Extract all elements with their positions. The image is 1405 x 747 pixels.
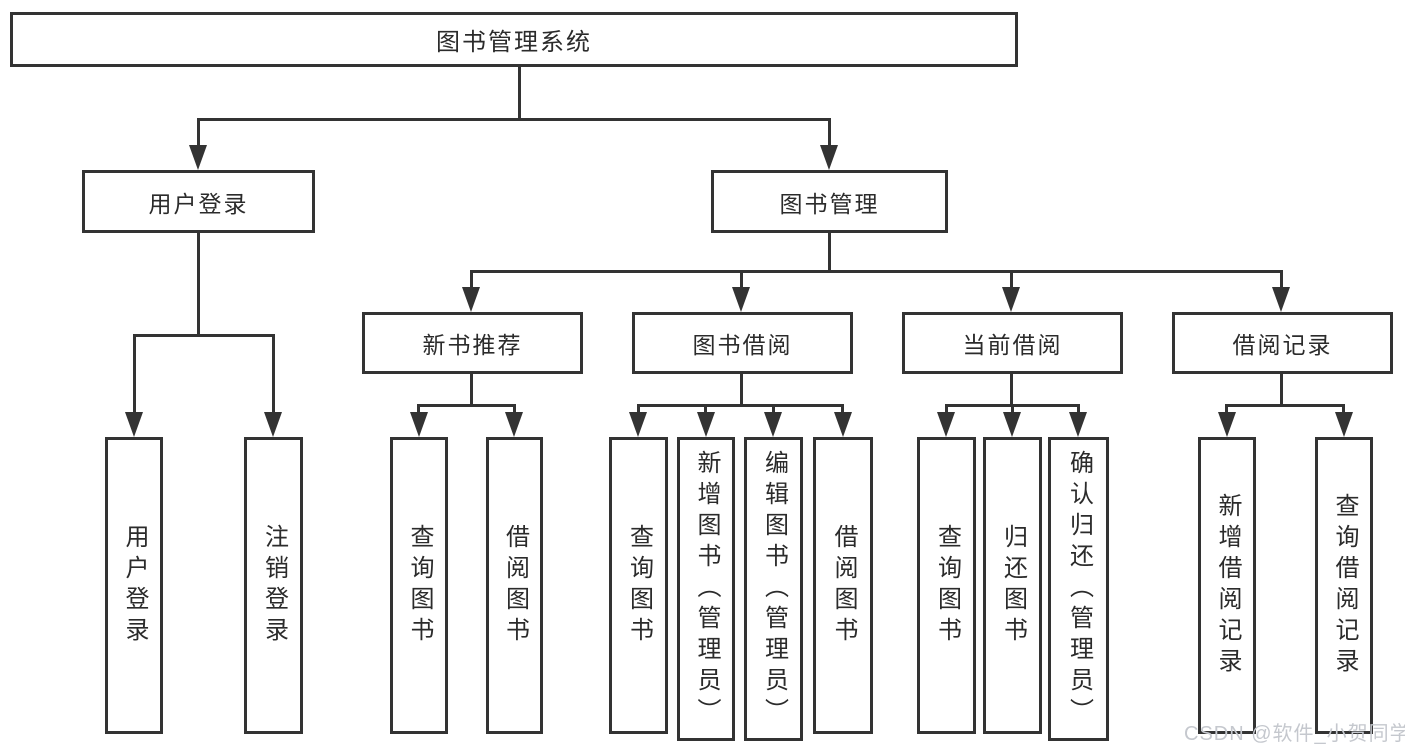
leaf-add-borrow-record-label: 新增借阅记录	[1214, 492, 1241, 679]
node-book-management: 图书管理	[711, 170, 948, 233]
connector-line	[470, 374, 473, 406]
arrow-down-icon	[697, 412, 715, 437]
leaf-query-borrow-record-label: 查询借阅记录	[1331, 492, 1358, 679]
connector-line	[417, 404, 420, 416]
leaf-logout-label: 注销登录	[260, 523, 288, 648]
connector-line	[1011, 404, 1014, 416]
arrow-down-icon	[189, 145, 207, 170]
connector-line	[1280, 374, 1283, 406]
leaf-query-books-recommend-label: 查询图书	[406, 523, 433, 648]
connector-line	[704, 404, 707, 416]
connector-line	[197, 120, 200, 150]
leaf-query-books-borrowing: 查询图书	[609, 437, 668, 734]
leaf-borrow-books-borrowing-label: 借阅图书	[830, 523, 857, 648]
leaf-query-books-current-label: 查询图书	[933, 523, 961, 648]
leaf-query-borrow-record: 查询借阅记录	[1315, 437, 1373, 734]
connector-line	[828, 233, 831, 272]
leaf-confirm-return-admin-label: 确认归还（管理员）	[1065, 449, 1093, 729]
node-book-borrowing: 图书借阅	[632, 312, 853, 374]
arrow-down-icon	[629, 412, 647, 437]
connector-line	[1225, 404, 1344, 407]
connector-line	[740, 270, 743, 290]
node-borrowing-records-label: 借阅记录	[1232, 332, 1333, 358]
connector-line	[841, 404, 844, 416]
leaf-query-books-borrowing-label: 查询图书	[625, 523, 653, 648]
connector-line	[1010, 374, 1013, 406]
connector-line	[1010, 270, 1013, 290]
leaf-user-login: 用户登录	[105, 437, 163, 734]
connector-line	[272, 334, 275, 416]
connector-line	[740, 374, 743, 406]
leaf-edit-books-admin-label: 编辑图书（管理员）	[760, 449, 788, 729]
leaf-borrow-books-recommend: 借阅图书	[486, 437, 543, 734]
connector-line	[637, 404, 844, 407]
leaf-borrow-books-recommend-label: 借阅图书	[501, 523, 529, 648]
leaf-user-login-label: 用户登录	[121, 523, 148, 648]
connector-line	[470, 270, 1283, 273]
connector-line	[1280, 270, 1283, 290]
arrow-down-icon	[505, 412, 523, 437]
node-book-borrowing-label: 图书借阅	[692, 332, 793, 358]
leaf-edit-books-admin: 编辑图书（管理员）	[744, 437, 803, 741]
node-library-system: 图书管理系统	[10, 12, 1018, 67]
node-current-borrowing-label: 当前借阅	[962, 332, 1063, 358]
arrow-down-icon	[462, 287, 480, 312]
leaf-query-books-current: 查询图书	[917, 437, 976, 734]
connector-line	[470, 270, 473, 290]
connector-line	[637, 404, 640, 416]
connector-line	[197, 233, 200, 336]
arrow-down-icon	[1335, 412, 1353, 437]
node-book-management-label: 图书管理	[779, 190, 880, 217]
connector-line	[1342, 404, 1345, 416]
connector-line	[828, 120, 831, 150]
leaf-confirm-return-admin: 确认归还（管理员）	[1048, 437, 1109, 741]
arrow-down-icon	[1003, 412, 1021, 437]
arrow-down-icon	[125, 412, 143, 437]
leaf-return-books: 归还图书	[983, 437, 1042, 734]
connector-line	[197, 118, 831, 121]
arrow-down-icon	[1272, 287, 1290, 312]
leaf-add-books-admin: 新增图书（管理员）	[677, 437, 735, 741]
connector-line	[772, 404, 775, 416]
leaf-query-books-recommend: 查询图书	[390, 437, 448, 734]
csdn-watermark: CSDN @软件_小贺同学	[1184, 723, 1405, 745]
node-new-book-recommendation: 新书推荐	[362, 312, 583, 374]
node-user-login: 用户登录	[82, 170, 315, 233]
arrow-down-icon	[834, 412, 852, 437]
node-new-book-recommendation-label: 新书推荐	[422, 332, 523, 358]
leaf-logout: 注销登录	[244, 437, 303, 734]
leaf-add-borrow-record: 新增借阅记录	[1198, 437, 1256, 734]
node-borrowing-records: 借阅记录	[1172, 312, 1393, 374]
leaf-add-books-admin-label: 新增图书（管理员）	[693, 449, 720, 729]
leaf-borrow-books-borrowing: 借阅图书	[813, 437, 873, 734]
node-current-borrowing: 当前借阅	[902, 312, 1123, 374]
node-user-login-label: 用户登录	[148, 190, 249, 217]
arrow-down-icon	[1069, 412, 1087, 437]
arrow-down-icon	[764, 412, 782, 437]
connector-line	[513, 404, 516, 416]
connector-line	[133, 334, 275, 337]
connector-line	[518, 67, 521, 120]
arrow-down-icon	[1218, 412, 1236, 437]
arrow-down-icon	[732, 287, 750, 312]
arrow-down-icon	[937, 412, 955, 437]
connector-line	[417, 404, 516, 407]
node-library-system-label: 图书管理系统	[436, 29, 592, 56]
arrow-down-icon	[1002, 287, 1020, 312]
leaf-return-books-label: 归还图书	[999, 523, 1027, 648]
connector-line	[133, 334, 136, 416]
arrow-down-icon	[820, 145, 838, 170]
arrow-down-icon	[264, 412, 282, 437]
arrow-down-icon	[410, 412, 428, 437]
connector-line	[945, 404, 948, 416]
connector-line	[1077, 404, 1080, 416]
connector-line	[1225, 404, 1228, 416]
